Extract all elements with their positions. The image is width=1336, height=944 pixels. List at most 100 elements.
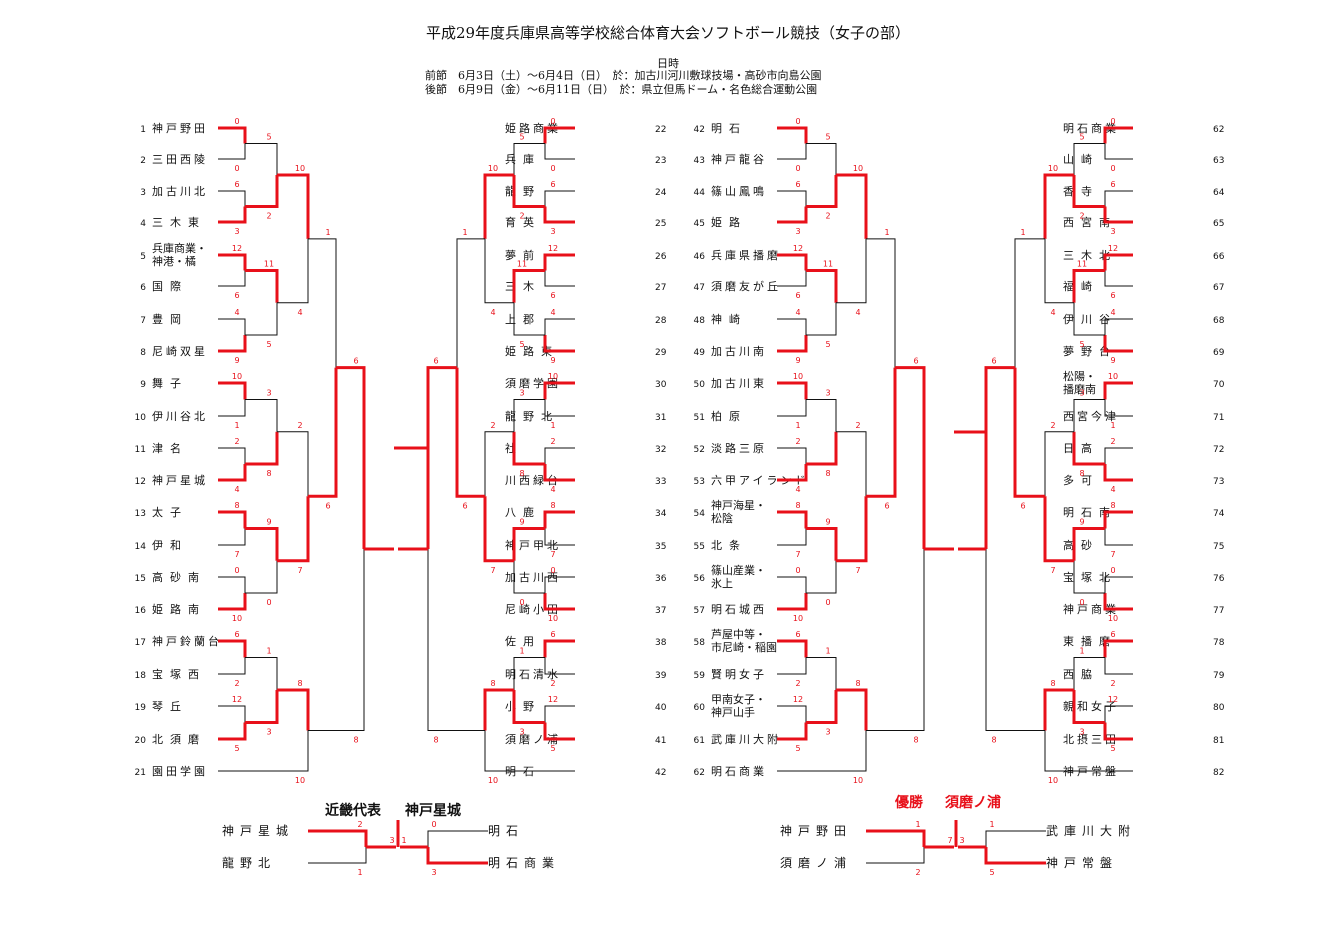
bracket-line: [426, 847, 488, 865]
score: 6: [234, 291, 239, 300]
seed-number: 25: [655, 219, 666, 229]
score: 8: [490, 679, 495, 688]
score: 3: [519, 728, 524, 737]
bracket-line: [543, 593, 575, 611]
seed-number: 32: [655, 445, 666, 455]
score: 0: [795, 566, 800, 575]
score: 5: [550, 744, 555, 753]
bracket-line: [483, 496, 514, 563]
bracket-line: [218, 657, 246, 675]
seed-number: 36: [655, 574, 667, 584]
score: 2: [795, 679, 800, 688]
score: 5: [266, 340, 271, 349]
score: 4: [234, 308, 239, 317]
team-name: 兵庫: [505, 152, 541, 166]
bracket-line: [513, 560, 545, 594]
bracket-line: [308, 238, 337, 368]
score: 1: [989, 820, 994, 829]
team-name: 松陽・: [1063, 369, 1096, 383]
bracket-line: [1072, 690, 1105, 724]
score: 0: [519, 598, 524, 607]
schedule-second-half: 後節 6月9日（金）～6月11日（日） 於：県立但馬ドーム・名色総合運動公園: [425, 83, 818, 96]
seed-number: 73: [1213, 477, 1224, 487]
score: 6: [462, 501, 467, 510]
bracket-line: [777, 730, 867, 772]
score: 8: [266, 469, 271, 478]
score: 7: [1110, 550, 1115, 559]
team-name: 神戸商業: [1063, 602, 1119, 616]
score: 10: [793, 372, 803, 381]
bracket-line: [777, 722, 808, 741]
score: 0: [550, 117, 555, 126]
score: 6: [1020, 501, 1025, 510]
team-name: 芦屋中等・: [711, 627, 766, 641]
bracket-line: [1014, 238, 1045, 368]
seed-number: 82: [1213, 768, 1224, 778]
score: 2: [915, 868, 920, 877]
score: 12: [793, 244, 803, 253]
seed-number: 43: [694, 156, 705, 166]
bracket-line: [777, 190, 807, 207]
bracket-line: [777, 335, 808, 353]
score: 5: [795, 744, 800, 753]
bracket-line: [484, 238, 514, 304]
score: 2: [825, 212, 830, 221]
bracket-line: [484, 431, 514, 497]
score: 4: [490, 308, 495, 317]
score: 7: [795, 550, 800, 559]
seed-number: 50: [694, 380, 706, 390]
seed-number: 19: [135, 703, 147, 713]
bracket-line: [218, 447, 246, 464]
bracket-line: [218, 143, 246, 160]
team-name: 武庫川大附: [1046, 824, 1136, 838]
bracket-line: [806, 560, 837, 594]
champion-label: 優勝: [895, 795, 923, 811]
score: 5: [825, 340, 830, 349]
score: 8: [795, 501, 800, 510]
score: 1: [1020, 228, 1025, 237]
bracket-line: [218, 510, 247, 529]
score: 5: [519, 340, 524, 349]
bracket-line: [245, 269, 279, 303]
score: 6: [433, 357, 438, 366]
seed-number: 38: [655, 638, 667, 648]
seed-number: 74: [1213, 509, 1225, 519]
team-name: 西宮南: [1063, 215, 1117, 229]
team-name: 篠山鳳鳴: [711, 184, 767, 198]
score: 8: [297, 679, 302, 688]
bracket-line: [1044, 730, 1133, 772]
team-name: 北条: [711, 538, 747, 552]
score: 10: [793, 614, 803, 623]
team-name: 須磨友が丘: [711, 279, 781, 293]
seed-number: 54: [694, 509, 706, 519]
bracket-line: [1104, 576, 1133, 593]
team-name: 明石南: [1063, 506, 1117, 519]
score: 3: [550, 227, 555, 236]
score: 2: [1079, 212, 1084, 221]
team-name: 明石: [711, 122, 747, 135]
team-name: 上郡: [505, 313, 541, 326]
bracket-line: [245, 690, 279, 724]
score: 8: [855, 679, 860, 688]
team-name: 姫路: [711, 215, 747, 229]
team-name: 太子: [152, 506, 188, 519]
score: 0: [234, 117, 239, 126]
score: 3: [825, 389, 830, 398]
bracket-line: [1103, 639, 1133, 658]
bracket-line: [543, 206, 575, 224]
seed-number: 29: [655, 348, 667, 358]
team-name: 神戸龍谷: [711, 152, 767, 166]
bracket-line: [544, 270, 575, 287]
bracket-line: [1104, 143, 1133, 160]
score: 1: [1079, 647, 1084, 656]
bracket-line: [806, 657, 837, 690]
score: 6: [1110, 180, 1115, 189]
bracket-line: [544, 528, 575, 546]
seed-number: 45: [694, 219, 705, 229]
bracket-line: [1043, 496, 1074, 563]
bracket-line: [218, 126, 247, 144]
seed-number: 60: [694, 703, 706, 713]
seed-number: 39: [655, 671, 667, 681]
score: 5: [234, 744, 239, 753]
bracket-line: [836, 173, 868, 239]
